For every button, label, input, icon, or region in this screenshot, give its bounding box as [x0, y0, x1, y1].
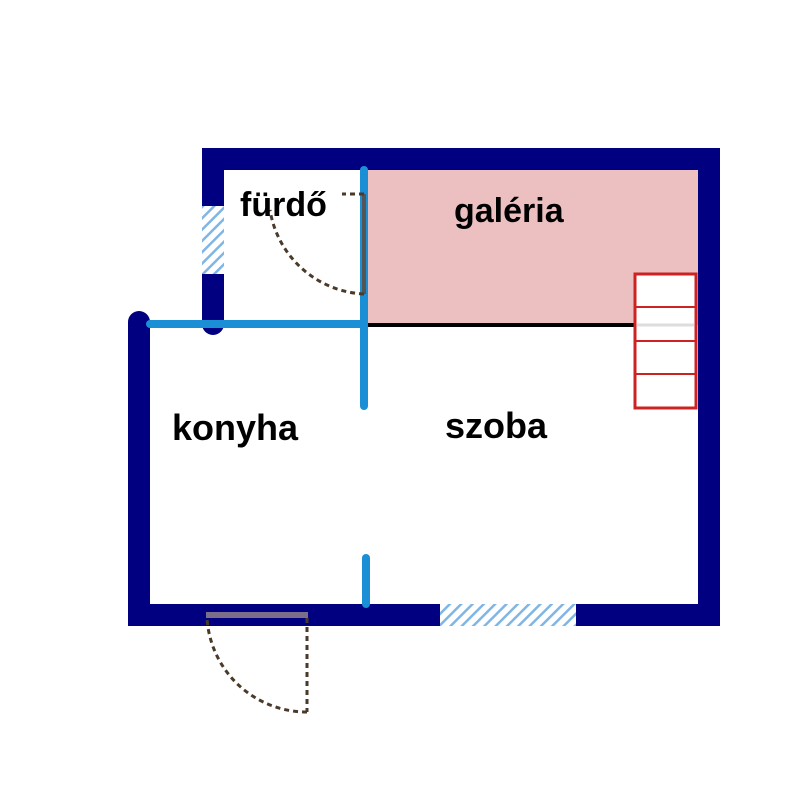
window-icon: [202, 206, 224, 274]
inner-walls: [146, 166, 370, 608]
door-swing-icon: [205, 612, 309, 714]
window-icon: [440, 604, 576, 626]
door-swing-icon: [268, 192, 366, 296]
room-label-room: szoba: [445, 405, 548, 446]
staircase-icon: [633, 272, 698, 410]
room-label-gallery: galéria: [454, 192, 565, 230]
room-label-kitchen: konyha: [172, 407, 299, 448]
room-label-bathroom: fürdő: [240, 186, 327, 224]
